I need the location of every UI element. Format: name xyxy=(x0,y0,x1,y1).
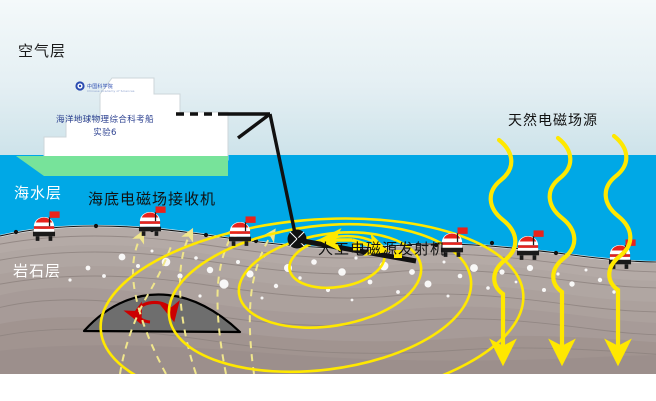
tow-cable xyxy=(268,113,298,239)
label-air-layer: 空气层 xyxy=(18,42,67,60)
field-ellipse-outermost xyxy=(99,217,525,374)
ship-code-label: 实验6 xyxy=(93,128,117,138)
ship-name-label: 海洋地球物理综合科考船 xyxy=(56,115,154,125)
ship-logo-label: 中国科学院 xyxy=(87,84,114,90)
natural-wave xyxy=(603,133,633,367)
label-seafloor-receiver: 海底电磁场接收机 xyxy=(88,190,217,208)
research-vessel xyxy=(16,77,229,176)
receiver-instrument xyxy=(138,206,166,236)
field-ellipse-outer xyxy=(167,222,473,374)
scene xyxy=(0,0,656,374)
receiver-instrument xyxy=(440,227,468,257)
natural-wave xyxy=(488,137,518,367)
natural-wave xyxy=(547,135,577,367)
artificial-source-transmitter xyxy=(287,228,417,264)
receiver-instrument xyxy=(32,211,60,241)
dipole-direction-arrow xyxy=(317,228,390,256)
ship-logo-icon xyxy=(75,81,85,91)
scene-svg xyxy=(0,0,656,374)
ship-hull xyxy=(16,156,228,176)
pore-specks xyxy=(68,249,616,302)
ship-logo-sublabel: Chinese Academy of Sciences xyxy=(87,89,135,93)
natural-em-source-waves xyxy=(488,133,633,367)
receiver-instrument xyxy=(516,230,544,260)
label-natural-em-source: 天然电磁场源 xyxy=(508,113,598,129)
receiver-instrument xyxy=(228,216,256,246)
label-artificial-source-transmitter: 人工电磁源发射机 xyxy=(318,240,447,258)
tow-crane-and-cable xyxy=(176,112,298,239)
label-sea-layer: 海水层 xyxy=(14,184,63,202)
label-rock-layer: 岩石层 xyxy=(13,262,62,280)
seafloor-receivers xyxy=(32,206,636,269)
